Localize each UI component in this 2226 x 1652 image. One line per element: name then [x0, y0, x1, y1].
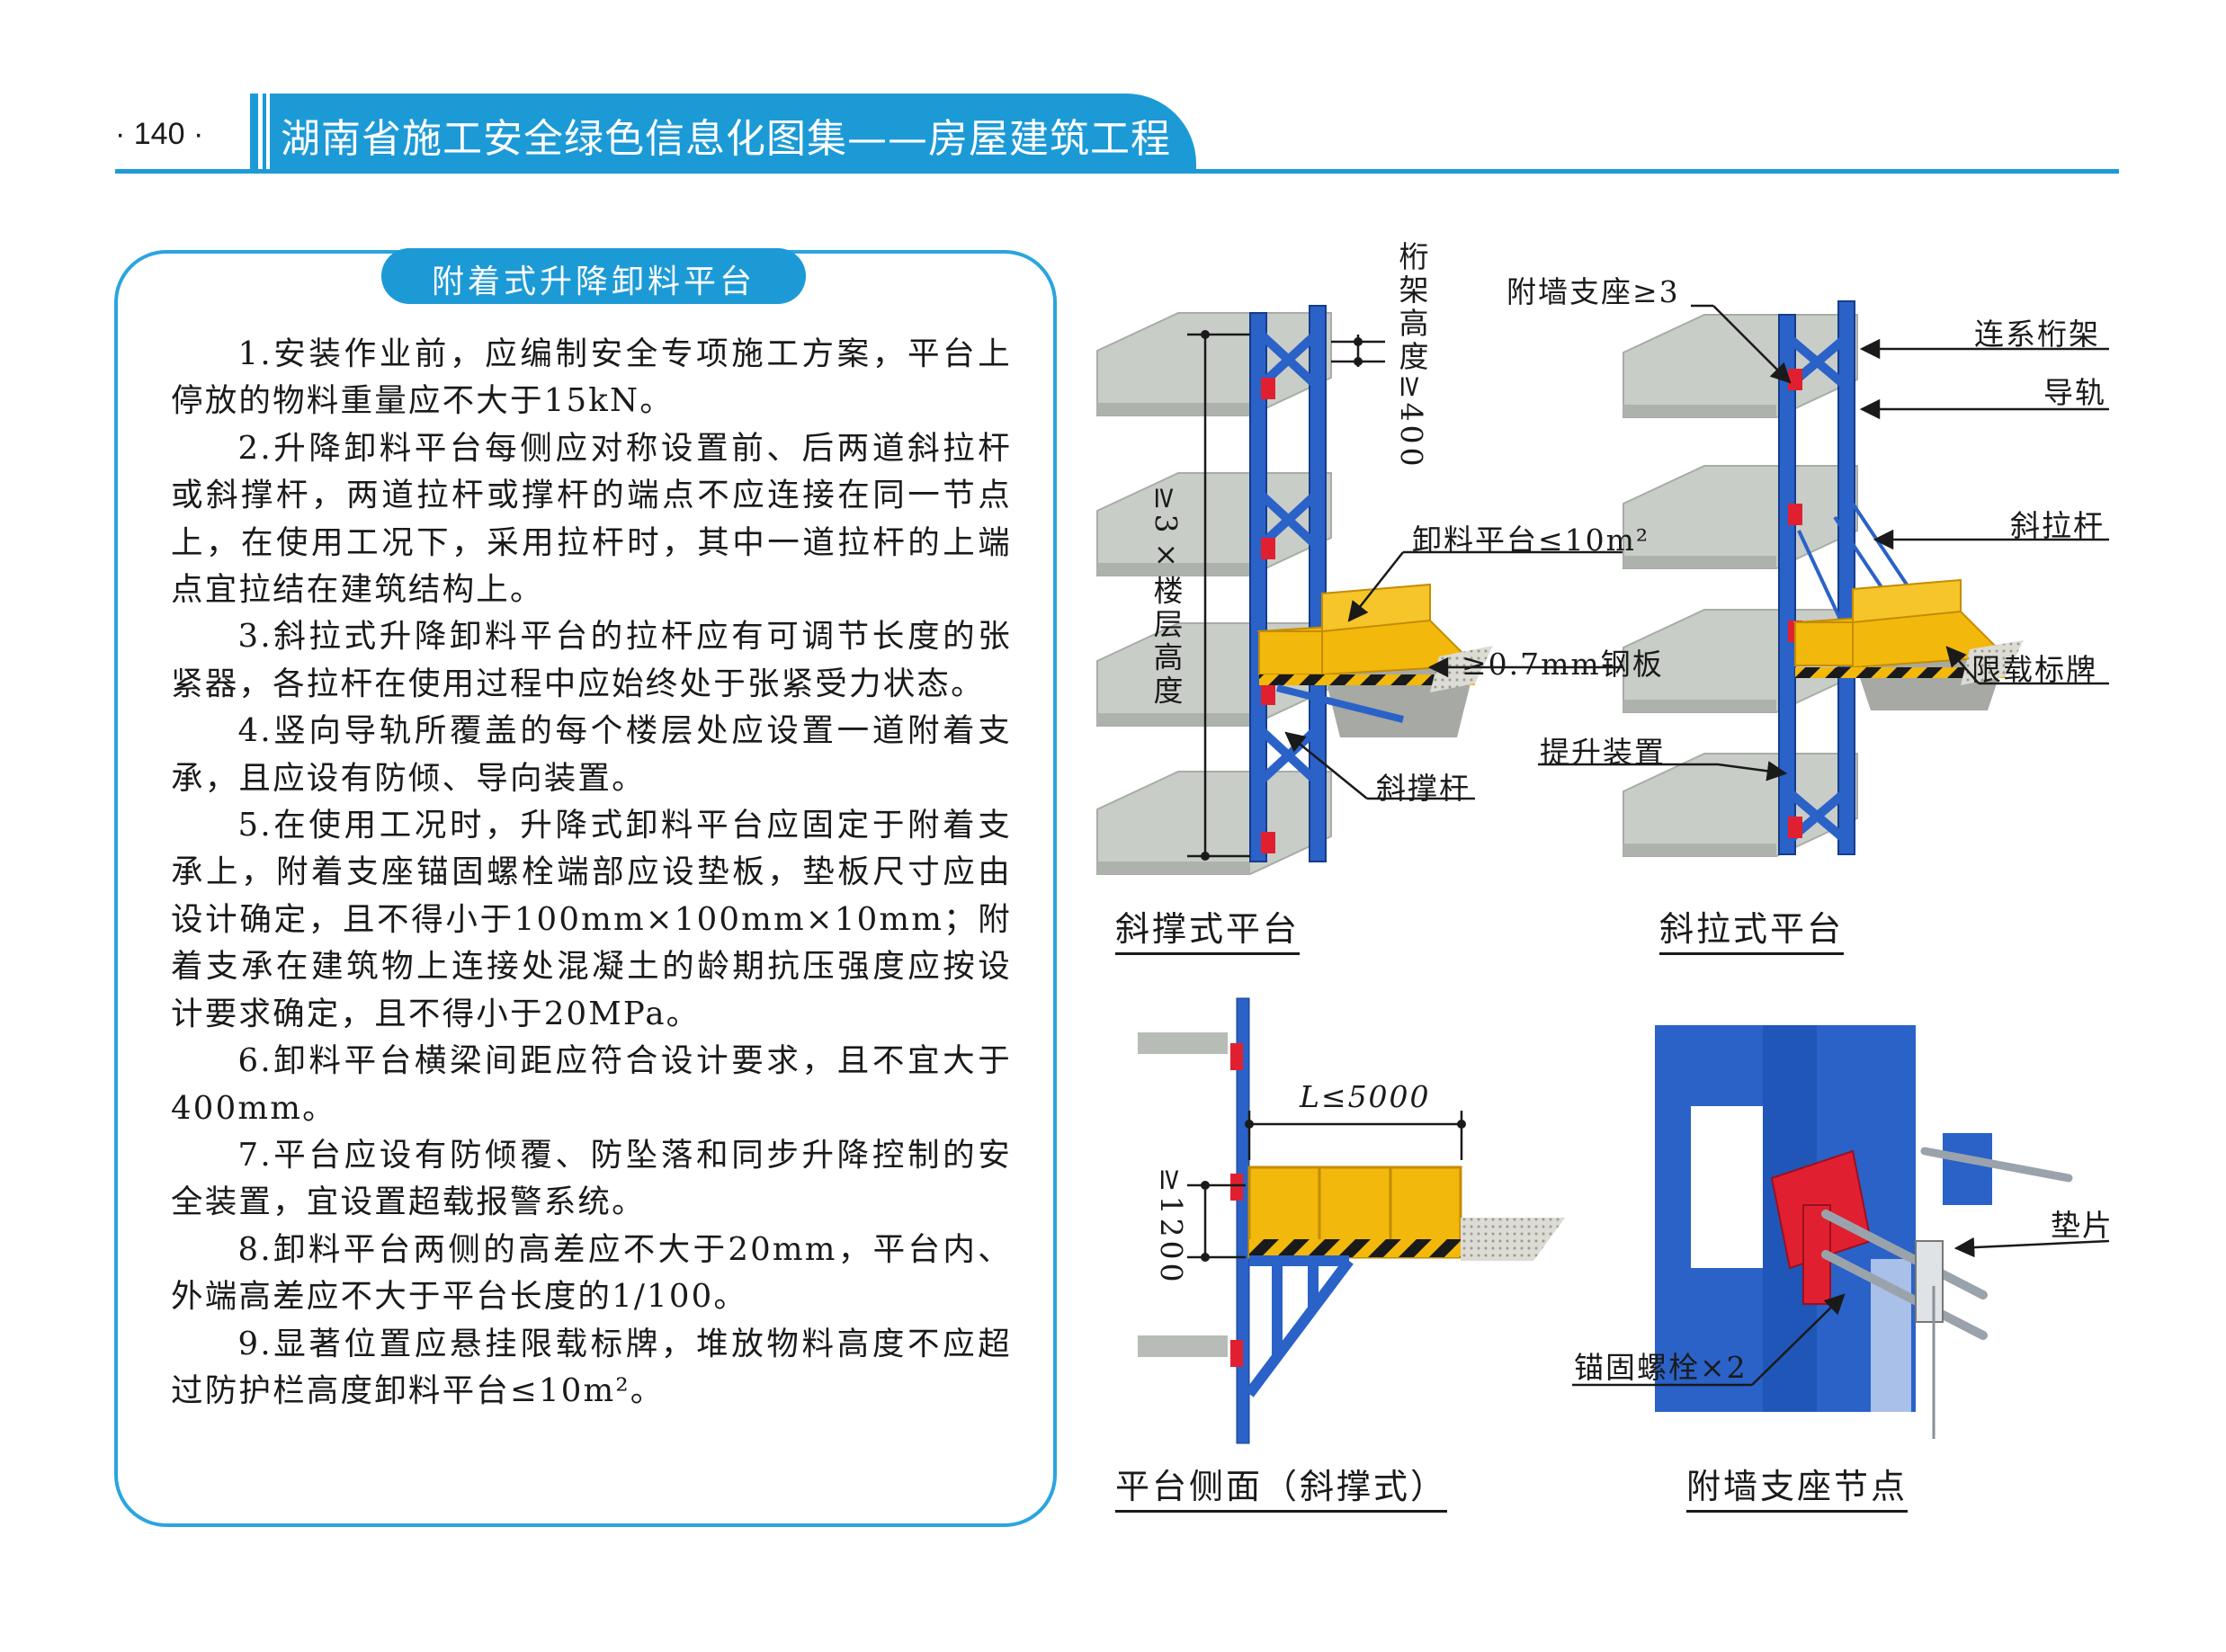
section-title: 附着式升降卸料平台 [431, 263, 755, 300]
header-title: 湖南省施工安全绿色信息化图集——房屋建筑工程 [281, 116, 1171, 162]
support-node-figure [1572, 1025, 2110, 1439]
label-load-sign: 限载标牌 [1971, 652, 2097, 687]
section-title-tab [381, 248, 806, 304]
floor-slabs [1096, 312, 1332, 875]
caption-support-node: 附墙支座节点 [1686, 1459, 1909, 1513]
label-truss: 连系桁架 [1974, 317, 2100, 352]
node-pad-plate [1915, 1240, 1944, 1323]
node-leader-lines [1572, 1237, 2110, 1387]
label-steel-plate: ≥0.7mm钢板 [1462, 647, 1664, 682]
requirement-item: 1.安装作业前，应编制安全专项施工方案，平台上停放的物料重量应不大于15kN。 [171, 335, 1012, 420]
header-accent-bar-thin [263, 94, 266, 169]
caption-strut-platform: 斜撑式平台 [1115, 901, 1301, 955]
page-number: · 140 · [115, 117, 204, 151]
floor-slabs [1623, 314, 1858, 857]
wall-brackets [1261, 378, 1275, 853]
requirement-item: 6.卸料平台横梁间距应符合设计要求，且不宜大于400mm。 [171, 1042, 1012, 1127]
label-height: ≥1200 [1154, 1167, 1189, 1286]
guide-rail [1778, 300, 1855, 855]
side-strut [1245, 1255, 1354, 1398]
label-tie-rod: 斜拉杆 [2010, 508, 2105, 543]
strut-platform-figure [1096, 305, 1655, 875]
wall-slabs [1138, 1032, 1228, 1357]
strut-platform-deck [1256, 583, 1493, 737]
requirement-item: 3.斜拉式升降卸料平台的拉杆应有可调节长度的张紧器，各拉杆在使用过程中应始终处于… [171, 618, 1012, 702]
requirement-item: 5.在使用工况时，升降式卸料平台应固定于附着支承上，附着支座锚固螺栓端部应设垫板… [171, 807, 1012, 1032]
label-platform-area: 卸料平台≤10m² [1412, 522, 1650, 558]
label-pad: 垫片 [2051, 1208, 2114, 1243]
slab-edges [1097, 403, 1250, 874]
header-rule [115, 169, 2119, 174]
label-bolt: 锚固螺栓×2 [1574, 1350, 1748, 1385]
requirements-list: 1.安装作业前，应编制安全专项施工方案，平台上停放的物料重量应不大于15kN。 … [171, 331, 1012, 1415]
label-length: L≤5000 [1300, 1079, 1431, 1114]
label-wall-support: 附墙支座≥3 [1506, 274, 1680, 309]
requirement-item: 4.竖向导轨所覆盖的每个楼层处应设置一道附着支承，且应设有防倾、导向装置。 [171, 712, 1012, 797]
header-accent-bar [250, 94, 258, 169]
node-wall-block [1943, 1133, 1992, 1205]
label-strut: 斜撑杆 [1376, 771, 1471, 806]
requirement-item: 8.卸料平台两侧的高差应不大于20mm，平台内、外端高差应不大于平台长度的1/1… [171, 1230, 1012, 1316]
guide-rail [1249, 305, 1327, 862]
caption-cable-platform: 斜拉式平台 [1659, 901, 1845, 955]
side-view-figure [1138, 997, 1565, 1444]
side-brackets [1230, 1043, 1243, 1367]
slab-edges [1623, 405, 1776, 856]
requirement-item: 9.显著位置应悬挂限载标牌，堆放物料高度不应超过防护栏高度卸料平台≤10m²。 [171, 1325, 1012, 1409]
label-rail: 导轨 [2043, 375, 2106, 410]
header-title-tab [270, 94, 1196, 171]
label-floor-height: ≥3×楼层高度 [1149, 486, 1184, 709]
node-anchor-bolts [1821, 1210, 1988, 1340]
side-steel-plate [1461, 1218, 1565, 1261]
caption-side-view: 平台侧面（斜撑式） [1115, 1459, 1448, 1513]
requirement-item: 7.平台应设有防倾覆、防坠落和同步升降控制的安全装置，宜设置超载报警系统。 [171, 1136, 1012, 1221]
side-dimension-lines [1187, 1111, 1463, 1259]
label-truss-height: 桁架高度≥400 [1394, 241, 1429, 470]
label-lifting-device: 提升装置 [1540, 735, 1666, 770]
cable-platform-figure [1538, 300, 2109, 857]
cable-leader-lines [1538, 304, 2109, 781]
requirement-item: 2.升降卸料平台每侧应对称设置前、后两道斜拉杆或斜撑杆，两道拉杆或撑杆的端点不应… [171, 429, 1012, 609]
side-toe-board [1249, 1239, 1461, 1257]
